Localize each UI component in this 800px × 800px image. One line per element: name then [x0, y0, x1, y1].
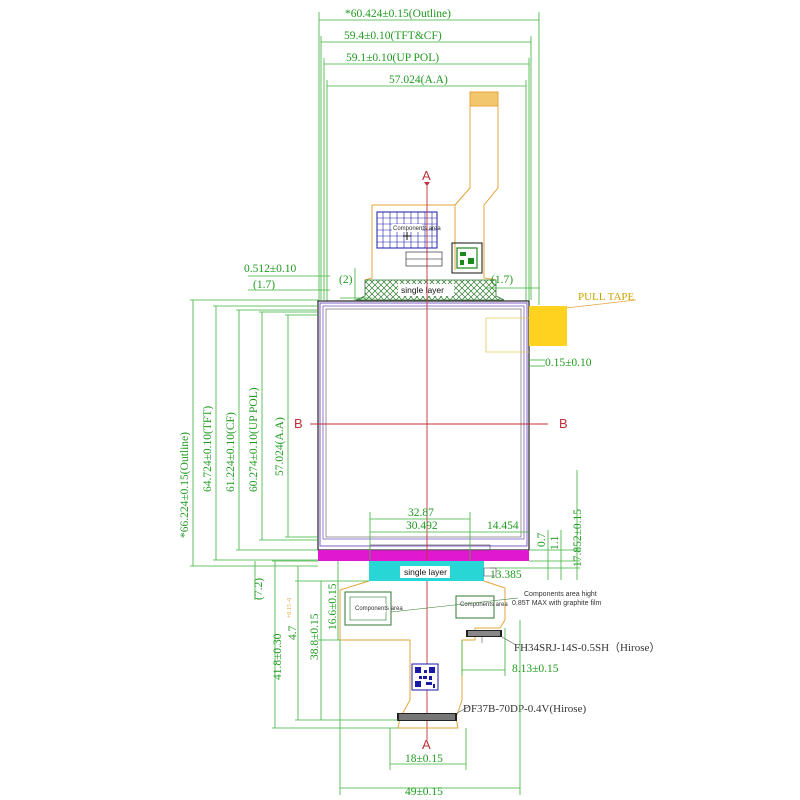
- pull-tape-label: PULL TAPE: [578, 291, 635, 303]
- dim-1-1-label: 1.1: [549, 535, 561, 550]
- dim-4-7-label: 4.7: [287, 625, 299, 640]
- bottom-fpc: single layer: [339, 561, 506, 729]
- components-area-top-label: Components area: [393, 226, 441, 232]
- up-pol-height-label: 60.274±0.10(UP POL): [248, 387, 260, 492]
- components-note-label: Components area hight: [524, 591, 597, 598]
- components-area-left-label: Components area: [355, 606, 403, 612]
- top-components-block: Components area: [376, 211, 483, 274]
- left-height-dimensions: [190, 299, 318, 567]
- top-fpc-tail: [364, 91, 499, 281]
- margin-0512-label: 0.512±0.10: [244, 263, 297, 275]
- df37-label: DF37B-70DP-0.4V(Hirose): [463, 703, 586, 715]
- section-b-left: B: [294, 416, 303, 431]
- tft-height-label: 64.724±0.10(TFT): [202, 406, 214, 492]
- dim-13-385-label: 13.385: [490, 569, 522, 581]
- paren-17-right-label: (1.7): [491, 274, 513, 286]
- dim-4-7-tol-label: +0.15 -0: [287, 598, 293, 618]
- components-note2-label: 0.85T MAX with graphite film: [512, 600, 602, 607]
- right-small-dims: [490, 470, 580, 580]
- dim-17-852-label: 17.852±0.15: [572, 509, 584, 567]
- aa-height-label: 57.024(A.A): [274, 417, 286, 476]
- left-bottom-dims: [254, 560, 398, 729]
- left-top-margin-dims: [248, 268, 372, 326]
- single-layer-top-label: single layer: [401, 285, 444, 295]
- dim-0-7-label: 0.7: [536, 532, 548, 547]
- cf-height-label: 61.224±0.10(CF): [225, 412, 237, 492]
- section-lines: [310, 182, 548, 740]
- single-layer-bottom-label: single layer: [404, 567, 447, 577]
- tft-cf-width-label: 59.4±0.10(TFT&CF): [344, 30, 442, 42]
- components-area-right-label: Components area: [460, 602, 508, 608]
- inner-bottom-dims: [369, 512, 529, 560]
- section-a-top: A: [422, 168, 431, 183]
- dim-41-8-label: 41.8±0.30: [272, 633, 284, 680]
- fh34-connector: [466, 630, 517, 646]
- top-width-dimensions: [318, 12, 540, 305]
- dim-49-label: 49±0.15: [405, 786, 443, 798]
- aa-width-label: 57.024(A.A): [389, 74, 448, 86]
- fh34-label: FH34SRJ-14S-0.5SH（Hirose）: [514, 641, 660, 654]
- bottom-width-dims: [339, 620, 521, 795]
- lcd-panel: [317, 300, 530, 561]
- dim-7-2-label: (7.2): [253, 578, 265, 600]
- paren-17-left-label: (1.7): [253, 279, 275, 291]
- df37-connector: [397, 705, 471, 721]
- outline-width-label: *60.424±0.15(Outline): [345, 8, 451, 20]
- tape-015-label: 0.15±0.10: [545, 357, 592, 369]
- up-pol-width-label: 59.1±0.10(UP POL): [346, 52, 439, 64]
- bottom-components: Components area Components area: [344, 591, 519, 626]
- dim-18-label: 18±0.15: [405, 753, 443, 765]
- dim-30-492-label: 30.492: [406, 520, 438, 532]
- top-single-layer: single layer: [355, 279, 505, 301]
- section-b-right: B: [559, 416, 568, 431]
- magenta-strip: [318, 550, 529, 561]
- dim-14-454-label: 14.454: [487, 520, 519, 532]
- outline-height-label: *66.224±0.15(Outline): [179, 432, 191, 538]
- paren-2-label: (2): [339, 274, 353, 286]
- pull-tape: [485, 299, 637, 367]
- qr-code: [411, 663, 439, 691]
- dim-32-87-label: 32.87: [408, 507, 434, 519]
- dim-16-6-label: 16.6±0.15: [327, 583, 339, 630]
- dim-38-8-label: 38.8±0.15: [309, 613, 321, 660]
- section-a-bottom: A: [422, 737, 431, 752]
- dim-8-13-label: 8.13±0.15: [512, 663, 559, 675]
